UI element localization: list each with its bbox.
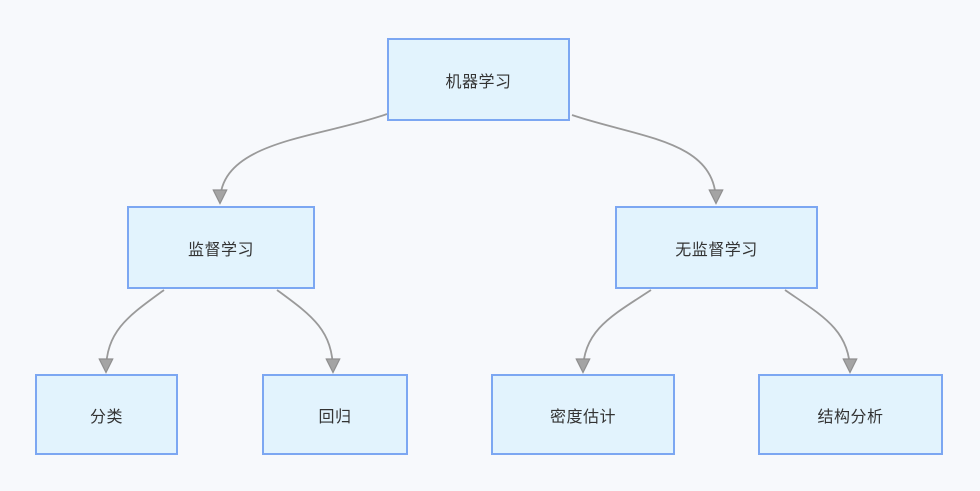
node-unsupervised-learning[interactable]: 无监督学习 — [615, 206, 818, 289]
node-label-machine-learning: 机器学习 — [445, 73, 512, 91]
node-label-regression: 回归 — [318, 408, 352, 426]
edge-machine-learning-to-unsupervised-learning — [571, 114, 716, 202]
node-machine-learning[interactable]: 机器学习 — [387, 38, 570, 121]
node-supervised-learning[interactable]: 监督学习 — [127, 206, 315, 289]
node-classification[interactable]: 分类 — [35, 374, 178, 455]
node-label-supervised-learning: 监督学习 — [187, 241, 254, 259]
node-label-structure-analysis: 结构分析 — [817, 408, 884, 426]
edge-supervised-learning-to-classification — [106, 289, 165, 371]
node-structure-analysis[interactable]: 结构分析 — [758, 374, 943, 455]
node-density-estimation[interactable]: 密度估计 — [491, 374, 675, 455]
edge-machine-learning-to-supervised-learning — [220, 113, 388, 202]
node-label-density-estimation: 密度估计 — [549, 408, 616, 426]
edge-supervised-learning-to-regression — [276, 289, 333, 371]
node-label-unsupervised-learning: 无监督学习 — [675, 241, 758, 259]
node-regression[interactable]: 回归 — [262, 374, 408, 455]
edge-unsupervised-learning-to-structure-analysis — [784, 289, 850, 371]
node-label-classification: 分类 — [89, 408, 123, 426]
edge-unsupervised-learning-to-density-estimation — [583, 289, 652, 371]
